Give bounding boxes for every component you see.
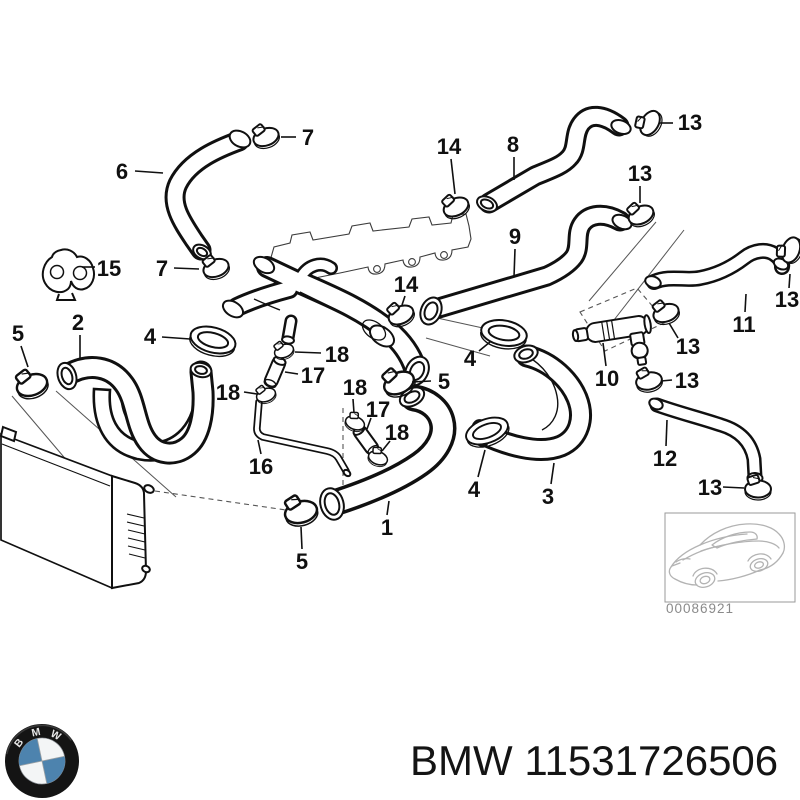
water-crossover-pipe [221, 255, 430, 387]
hose-9 [419, 204, 633, 326]
callout-leader-14 [401, 295, 406, 306]
callout-label-7: 7 [302, 125, 314, 150]
radiator-fins [126, 513, 146, 559]
bmw-logo: B M W [5, 724, 79, 798]
callout-leader-18 [352, 398, 355, 414]
callout-leader-3 [550, 462, 555, 485]
callout-leader-17 [284, 371, 299, 375]
callout-label-15: 15 [97, 256, 121, 281]
car-thumbnail: 00086921 [664, 512, 796, 616]
callout-label-14: 14 [394, 272, 419, 297]
bmw-logo-letter-m: M [30, 726, 41, 740]
bmw-logo-blue-quadrant [42, 756, 65, 784]
callout-leader-4 [477, 449, 486, 478]
clamp-13-f [744, 473, 772, 501]
callout-label-13: 13 [775, 287, 799, 312]
callout-leader-18 [381, 440, 391, 452]
callout-label-17: 17 [366, 397, 390, 422]
part-number-value: 11531726506 [524, 737, 779, 784]
callout-leader-16 [257, 439, 262, 455]
clamp-13-a [629, 103, 668, 141]
callout-leader-14 [450, 158, 456, 195]
callout-leader-10 [602, 342, 607, 367]
t-fitting-10 [571, 314, 652, 366]
clamp-7-top [247, 117, 283, 153]
parts-diagram: 00086921 7613148131571491311101313121352… [0, 103, 800, 616]
bracket-15 [41, 248, 95, 301]
callout-label-14: 14 [437, 134, 462, 159]
callout-leader-18 [294, 351, 322, 354]
hose-12 [648, 397, 764, 485]
clamp-13-e [632, 363, 666, 396]
callout-leader-13 [722, 486, 745, 489]
cylinder-head-outline [269, 213, 472, 292]
callout-label-2: 2 [72, 310, 84, 335]
callout-label-13: 13 [676, 334, 700, 359]
callout-leader-11 [744, 293, 747, 313]
callout-label-10: 10 [595, 366, 619, 391]
car-outline [668, 523, 786, 588]
callout-leader-17 [366, 417, 372, 430]
hose-2 [56, 356, 215, 465]
hose-1 [319, 384, 457, 521]
bmw-logo-blue-quadrant [19, 738, 42, 766]
callout-label-8: 8 [507, 132, 519, 157]
callout-label-6: 6 [116, 159, 128, 184]
callout-label-4: 4 [464, 346, 477, 371]
callout-leader-13 [788, 273, 791, 289]
callout-label-5: 5 [12, 321, 24, 346]
radiator [0, 425, 155, 590]
callout-leader-13 [668, 322, 679, 339]
vent-pipe-16 [253, 398, 352, 478]
callout-label-3: 3 [542, 484, 554, 509]
hose-8 [476, 105, 632, 214]
callout-label-5: 5 [296, 549, 308, 574]
brand-name: BMW [410, 737, 513, 784]
callout-label-7: 7 [156, 256, 168, 281]
callout-leader-9 [513, 248, 516, 278]
callout-leader-12 [665, 419, 668, 447]
callout-label-18: 18 [343, 375, 367, 400]
callout-label-18: 18 [385, 420, 409, 445]
callout-label-13: 13 [678, 110, 702, 135]
hose-11 [644, 242, 791, 290]
callout-label-18: 18 [216, 380, 240, 405]
hose-6 [164, 129, 252, 261]
callout-leader-4 [478, 341, 491, 352]
callout-label-4: 4 [468, 477, 481, 502]
callout-label-5: 5 [438, 369, 450, 394]
callout-label-4: 4 [144, 324, 157, 349]
clamp-5-b [279, 488, 322, 531]
callout-label-13: 13 [698, 475, 722, 500]
callout-label-13: 13 [628, 161, 652, 186]
callout-leader-18 [243, 391, 258, 395]
callout-leader-7 [173, 267, 200, 270]
callout-label-16: 16 [249, 454, 273, 479]
thumbnail-code: 00086921 [666, 601, 734, 616]
callout-leader-4 [161, 336, 191, 340]
callout-label-13: 13 [675, 368, 699, 393]
callout-label-18: 18 [325, 342, 349, 367]
callout-leader-5 [411, 380, 432, 383]
callout-leader-5 [20, 345, 29, 368]
ring-4-a [185, 320, 240, 362]
callout-leader-6 [134, 170, 164, 174]
callout-leader-13 [660, 379, 673, 382]
callout-label-9: 9 [509, 224, 521, 249]
clamp-5-a [10, 362, 53, 404]
stub-17-left [261, 354, 289, 391]
part-number: BMW 11531726506 [410, 740, 778, 782]
callout-label-17: 17 [301, 363, 325, 388]
callout-label-1: 1 [381, 515, 393, 540]
callout-label-11: 11 [732, 312, 755, 337]
clamp-13-d [647, 293, 683, 329]
callout-label-12: 12 [653, 446, 677, 471]
callout-leader-5 [300, 526, 303, 550]
callout-leader-1 [386, 500, 390, 516]
